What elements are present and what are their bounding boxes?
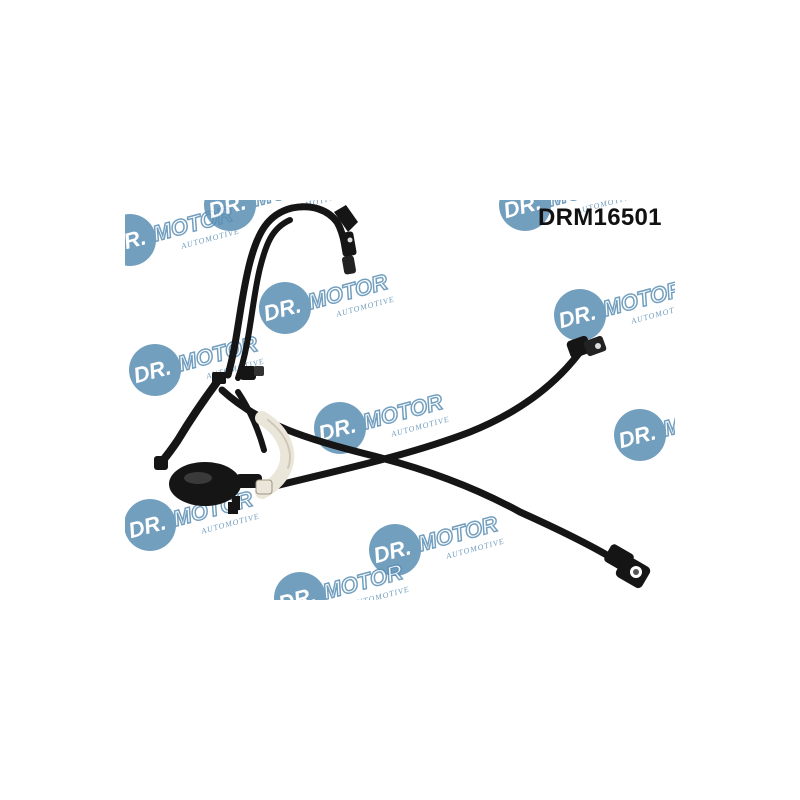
hose-mid-branch [235, 389, 267, 453]
connector-top [334, 205, 358, 275]
hose-upper-loop [224, 203, 354, 379]
connector-right [566, 335, 607, 359]
svg-text:DR.: DR. [125, 224, 149, 258]
hose-long-right [271, 348, 584, 490]
part-number-label: DRM16501 [538, 204, 662, 231]
junction-clips [212, 366, 264, 510]
primer-bulb [154, 456, 273, 514]
connector-bottom-right [604, 544, 651, 589]
hose-upper-inner [235, 217, 293, 381]
